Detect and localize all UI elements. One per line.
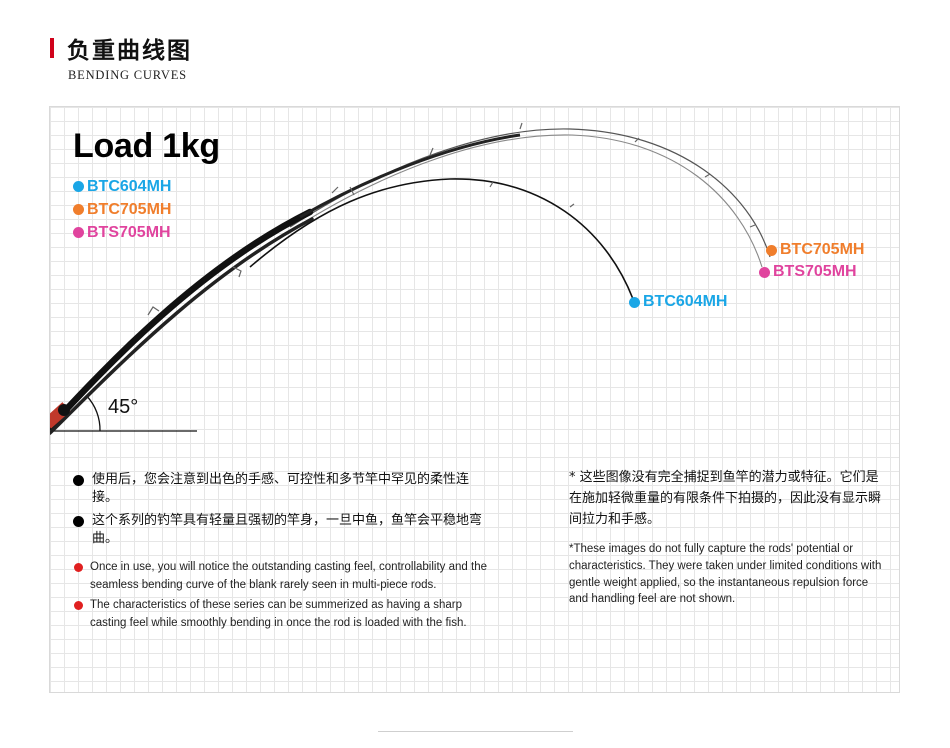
- legend-label: BTC604MH: [87, 177, 172, 195]
- tip-label-bts705mh: BTS705MH: [759, 263, 857, 281]
- section-title-en: BENDING CURVES: [68, 68, 187, 82]
- note-en-text: Once in use, you will notice the outstan…: [90, 561, 487, 591]
- legend-dot-icon: [73, 227, 84, 238]
- note-zh-item: 这个系列的钓竿具有轻量且强韧的竿身，一旦中鱼，鱼竿会平稳地弯曲。: [72, 512, 492, 548]
- tip-label-text: BTC705MH: [780, 241, 865, 258]
- rod-mid-section: [299, 133, 521, 219]
- note-en-item: The characteristics of these series can …: [74, 597, 492, 632]
- section-accent-bar: [50, 38, 54, 58]
- red-bullet-icon: [74, 563, 83, 572]
- bts705mh-rod-curve: [289, 134, 763, 268]
- tip-dot-icon: [766, 244, 777, 256]
- tip-dot-icon: [629, 296, 640, 308]
- tip-label-text: BTC604MH: [643, 293, 728, 310]
- bullet-icon: [73, 516, 84, 527]
- note-en-item: Once in use, you will notice the outstan…: [74, 559, 492, 594]
- bending-curves-panel: Load 1kg BTC604MH BTC705MH BTS705MH BTC7…: [49, 106, 900, 693]
- note-zh-text: 这个系列的钓竿具有轻量且强韧的竿身，一旦中鱼，鱼竿会平稳地弯曲。: [92, 513, 483, 546]
- section-title-zh: 负重曲线图: [67, 38, 192, 64]
- disclaimer-zh: * 这些图像没有完全捕捉到鱼竿的潜力或特征。它们是在施加轻微重量的有限条件下拍摄…: [569, 470, 882, 527]
- legend-label: BTC705MH: [87, 200, 172, 218]
- note-zh-item: 使用后，您会注意到出色的手感、可控性和多节竿中罕见的柔性连接。: [72, 471, 492, 507]
- bending-curves-illustration: [50, 122, 771, 435]
- footer-divider: [378, 731, 573, 732]
- bullet-icon: [73, 475, 84, 486]
- tip-label-text: BTS705MH: [773, 263, 857, 280]
- legend-item-btc705mh: BTC705MH: [73, 198, 171, 221]
- rod-guides: [147, 122, 756, 316]
- load-label: Load 1kg: [73, 127, 220, 165]
- legend-item-bts705mh: BTS705MH: [73, 221, 171, 244]
- notes-en: Once in use, you will notice the outstan…: [74, 559, 492, 635]
- rod-butt-section: [50, 208, 314, 431]
- legend-item-btc604mh: BTC604MH: [73, 175, 171, 198]
- angle-label: 45°: [108, 396, 139, 418]
- notes-zh: 使用后，您会注意到出色的手感、可控性和多节竿中罕见的柔性连接。 这个系列的钓竿具…: [72, 471, 492, 553]
- legend-dot-icon: [73, 204, 84, 215]
- note-zh-text: 使用后，您会注意到出色的手感、可控性和多节竿中罕见的柔性连接。: [92, 472, 470, 505]
- legend-dot-icon: [73, 181, 84, 192]
- disclaimer-en: *These images do not fully capture the r…: [569, 543, 882, 606]
- note-en-text: The characteristics of these series can …: [90, 599, 467, 629]
- red-bullet-icon: [74, 601, 83, 610]
- legend: BTC604MH BTC705MH BTS705MH: [73, 175, 171, 244]
- legend-label: BTS705MH: [87, 223, 171, 241]
- rod-butt-section-2: [50, 217, 314, 435]
- btc604mh-rod-curve: [249, 178, 634, 300]
- tip-dot-icon: [759, 266, 770, 278]
- angle-arc: [86, 395, 101, 432]
- reel-seat: [58, 404, 70, 416]
- tip-label-btc705mh: BTC705MH: [766, 241, 864, 259]
- tip-label-btc604mh: BTC604MH: [629, 293, 727, 311]
